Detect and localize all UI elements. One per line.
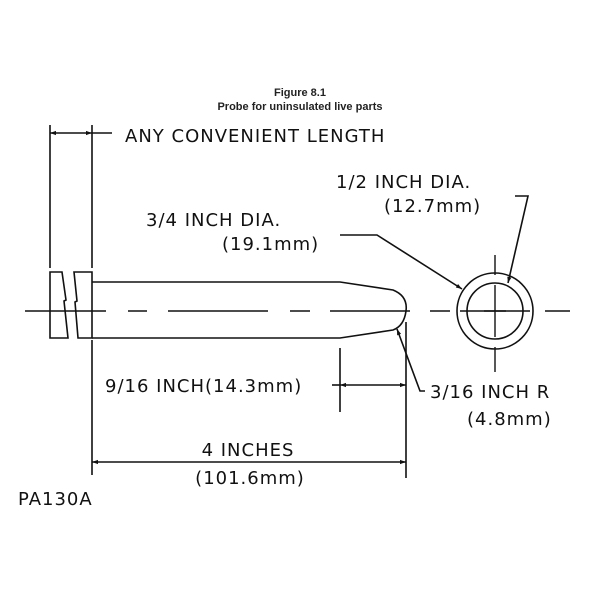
body-dia-label: 3/4 INCH DIA. (146, 210, 281, 231)
length-dimension-top (49, 125, 112, 268)
part-number: PA130A (18, 489, 93, 510)
tip-radius-mm-label: (4.8mm) (467, 409, 552, 430)
length-mm-label: (101.6mm) (195, 468, 305, 489)
body-dia-leader (340, 234, 463, 290)
probe-end-view (456, 255, 534, 372)
any-length-label: ANY CONVENIENT LENGTH (125, 126, 385, 147)
probe-body (92, 281, 408, 339)
tip-radius-leader (396, 328, 425, 392)
length-label: 4 INCHES (202, 440, 295, 461)
figure-title: Figure 8.1 (274, 87, 326, 99)
outer-dia-mm-label: (12.7mm) (384, 196, 481, 217)
taper-length-label: 9/16 INCH(14.3mm) (105, 376, 302, 397)
body-dia-mm-label: (19.1mm) (222, 234, 319, 255)
figure-subtitle: Probe for uninsulated live parts (217, 101, 382, 113)
taper-dimension (332, 322, 407, 478)
outer-dia-leader (507, 195, 530, 284)
outer-dia-label: 1/2 INCH DIA. (336, 172, 471, 193)
tip-radius-label: 3/16 INCH R (430, 382, 550, 403)
probe-handle (49, 271, 93, 339)
